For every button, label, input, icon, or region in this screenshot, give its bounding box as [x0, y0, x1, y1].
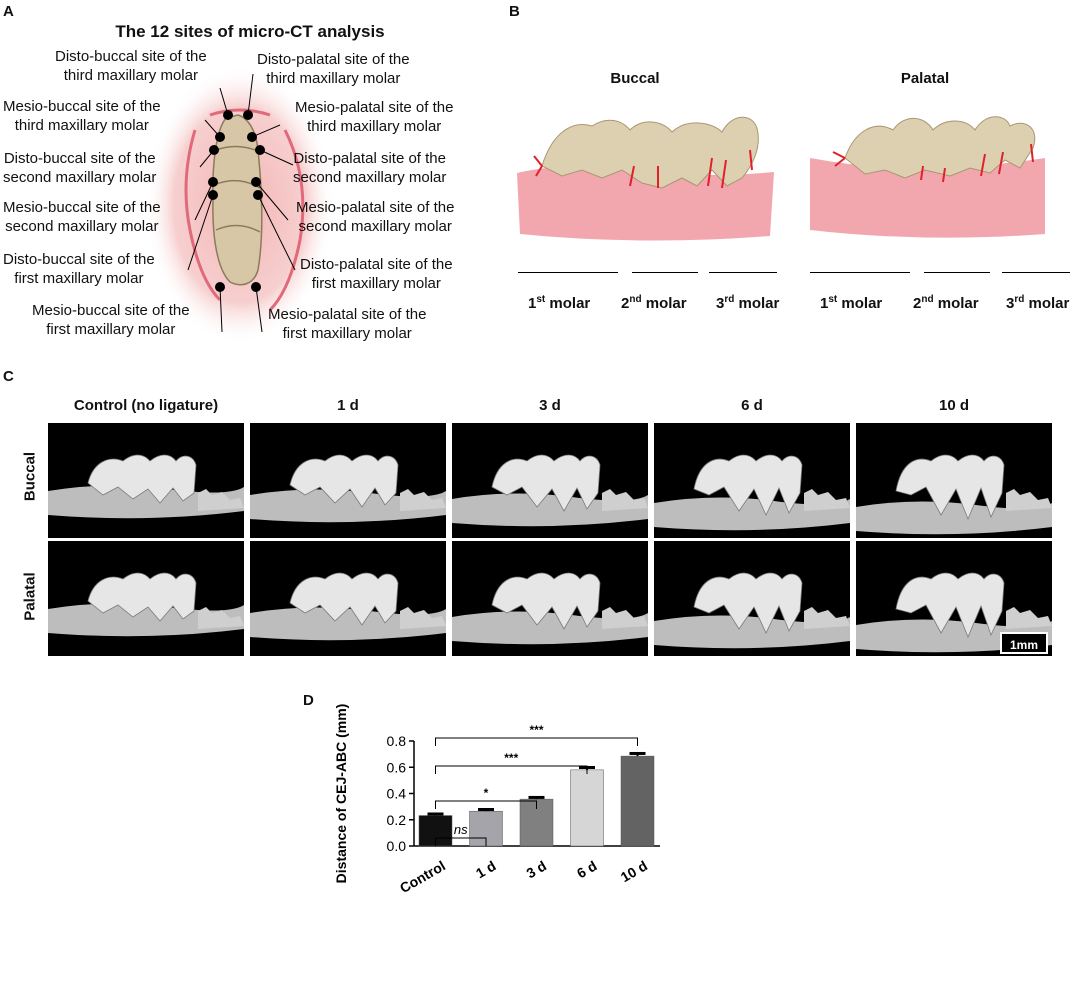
row-label-palatal: Palatal [21, 572, 39, 621]
molar-label-first-palatal: 1st molar [820, 294, 883, 312]
y-axis-label: Distance of CEJ-ABC (mm) [333, 704, 349, 884]
molar-occlusal-diagram [150, 70, 335, 345]
x-tick-label: Control [397, 857, 448, 896]
micro-ct-image-buccal-4 [654, 423, 850, 538]
y-tick-label: 0.8 [387, 733, 407, 749]
site-leaders [187, 73, 296, 333]
molar-label-second-buccal: 2nd molar [621, 294, 687, 312]
y-tick-label: 0.4 [387, 786, 407, 802]
buccal-molar-model [517, 116, 774, 241]
micro-ct-image-palatal-2 [250, 541, 446, 656]
measurement-arrows [533, 149, 753, 189]
panel-a-title: The 12 sites of micro-CT analysis [115, 22, 385, 41]
micro-ct-image-palatal-4 [654, 541, 850, 656]
panel-a-letter: A [3, 3, 14, 20]
scale-bar: 1mm [1000, 632, 1048, 654]
bar-10-d [620, 755, 655, 847]
panel-d-letter: D [303, 692, 314, 709]
bar-6-d [570, 769, 604, 847]
row-label-buccal: Buccal [21, 451, 39, 502]
y-tick-label: 0.0 [387, 838, 407, 854]
molar-label-third-buccal: 3rd molar [716, 294, 780, 312]
molar-crowns [541, 116, 759, 189]
panel-b-letter: B [509, 3, 520, 20]
col-title-10d: 10 d [938, 397, 969, 414]
micro-ct-image-buccal-2 [250, 423, 446, 538]
measurement-arrows [832, 143, 1034, 183]
palatal-molar-model [810, 116, 1045, 238]
molar-label-third-palatal: 3rd molar [1006, 294, 1070, 312]
molar-label-first-buccal: 1st molar [528, 294, 591, 312]
significance-label: ns [454, 822, 468, 837]
x-tick-label: 10 d [618, 857, 650, 885]
col-title-control: Control (no ligature) [73, 397, 219, 414]
molar-crowns [844, 116, 1036, 179]
x-tick-label: 3 d [523, 857, 549, 881]
micro-ct-image-palatal-1 [48, 541, 244, 656]
col-title-6d: 6 d [741, 397, 763, 414]
view-title-buccal: Buccal [610, 70, 660, 87]
x-tick-label: 1 d [473, 857, 499, 881]
col-title-3d: 3 d [539, 397, 561, 414]
panel-c-letter: C [3, 368, 14, 385]
x-tick-label: 6 d [574, 857, 600, 881]
y-tick-label: 0.6 [387, 759, 407, 775]
significance-label: *** [504, 751, 518, 765]
micro-ct-image-buccal-3 [452, 423, 648, 538]
cej-abc-bar-chart: 0.0 0.2 0.4 0.6 0.8 Distance of CEJ-ABC (mm) C… [333, 704, 660, 896]
significance-label: *** [529, 723, 543, 737]
micro-ct-image-buccal-5 [856, 423, 1052, 538]
molar-label-second-palatal: 2nd molar [913, 294, 979, 312]
y-tick-label: 0.2 [387, 812, 407, 828]
significance-bracket [435, 765, 588, 774]
significance-bracket [435, 737, 638, 746]
col-title-1d: 1 d [337, 397, 359, 414]
gingiva [810, 158, 1045, 238]
significance-bracket [435, 837, 487, 846]
significance-bracket [435, 800, 537, 809]
significance-label: * [484, 786, 489, 800]
gingiva [517, 166, 774, 241]
view-title-palatal: Palatal [900, 70, 950, 87]
micro-ct-image-buccal-1 [48, 423, 244, 538]
micro-ct-image-palatal-3 [452, 541, 648, 656]
